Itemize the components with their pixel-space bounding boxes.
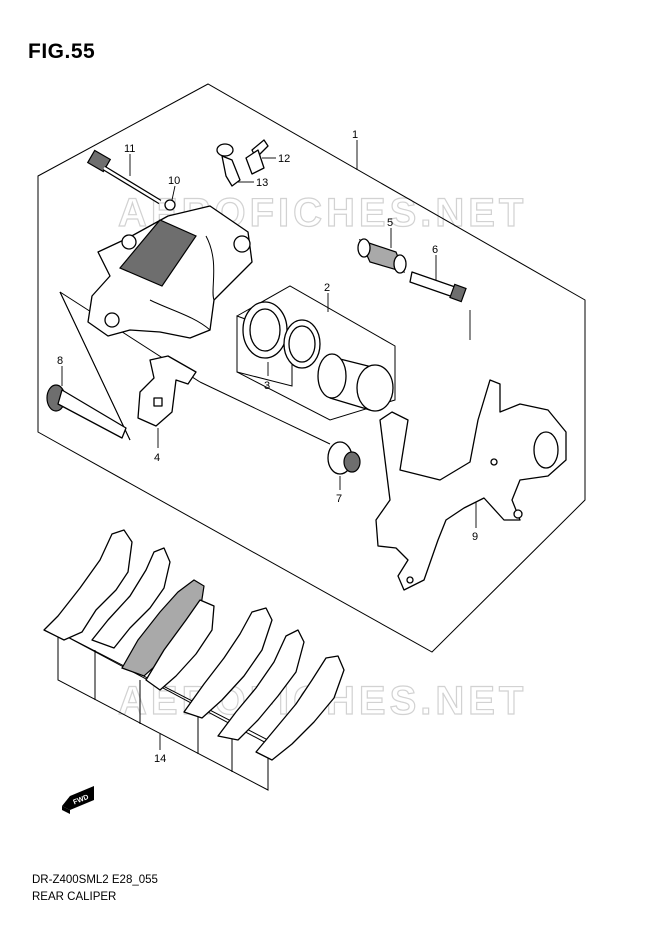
guide-line <box>199 381 331 445</box>
bleeder-valve-12 <box>245 139 269 175</box>
washer-10 <box>164 199 176 211</box>
callout-6: 6 <box>432 244 438 256</box>
dust-seal-inner <box>288 325 316 363</box>
callout-12: 12 <box>278 153 290 165</box>
caliper-bracket-9 <box>375 379 567 591</box>
callout-1: 1 <box>352 129 358 141</box>
callout-11: 11 <box>124 143 135 155</box>
callout-10: 10 <box>168 175 180 187</box>
callout-7: 7 <box>336 493 342 505</box>
piston-seal-outer-inner <box>249 308 281 352</box>
figure-title: FIG.55 <box>28 40 96 63</box>
caliper-body <box>87 205 253 339</box>
diagram-code: DR-Z400SML2 E28_055 <box>32 874 158 886</box>
callout-5: 5 <box>387 217 393 229</box>
callout-4: 4 <box>154 452 160 464</box>
bush-5 <box>357 238 407 274</box>
callout-14: 14 <box>154 753 166 765</box>
assembly-box <box>37 83 586 653</box>
callout-2: 2 <box>324 282 330 294</box>
fwd-arrow-icon: FWD <box>62 786 94 814</box>
pad-spring-4 <box>137 355 197 427</box>
pin-6 <box>409 271 467 303</box>
guide-line <box>59 291 131 441</box>
bush-7 <box>327 441 361 475</box>
brake-pad-set-14 <box>43 529 345 761</box>
bleeder-cap-13 <box>216 143 241 187</box>
callout-9: 9 <box>472 531 478 543</box>
leader-line <box>171 185 176 201</box>
callout-8: 8 <box>57 355 63 367</box>
callout-3: 3 <box>264 380 270 392</box>
piston <box>317 353 394 412</box>
pin-8 <box>46 384 127 439</box>
diagram-name: REAR CALIPER <box>32 891 117 903</box>
callout-13: 13 <box>256 177 268 189</box>
bleeder-bolt-11 <box>86 149 162 205</box>
